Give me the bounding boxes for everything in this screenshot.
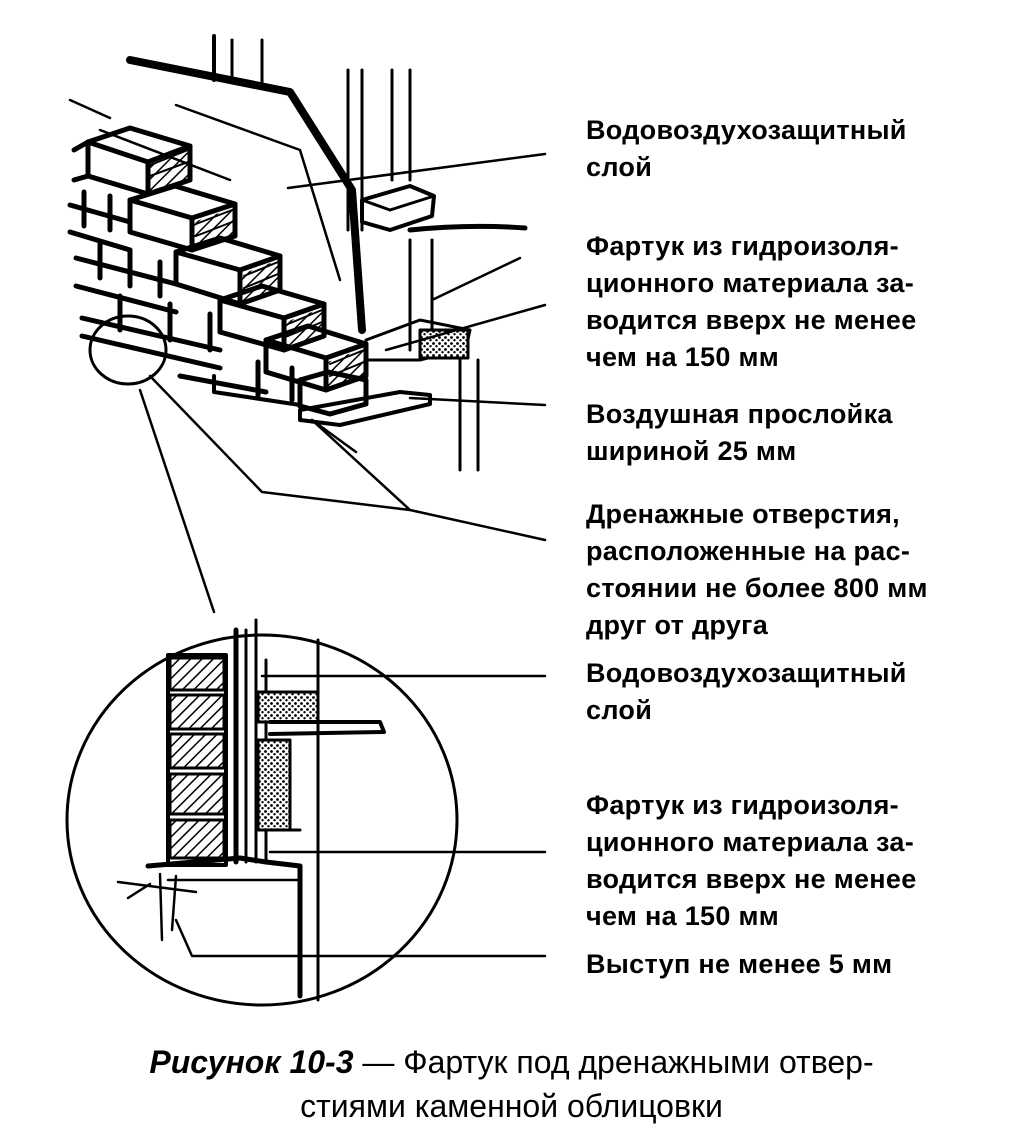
label-line: чем на 150 мм (586, 901, 780, 931)
perspective-view (67, 34, 547, 614)
label-apron-top: Фартук из гидроизоля- ционного материала… (586, 228, 986, 376)
label-line: Дренажные отверстия, (586, 499, 900, 529)
label-line: Воздушная прослойка (586, 399, 893, 429)
figure-caption: Рисунок 10-3 — Фартук под дренажными отв… (0, 1040, 1023, 1128)
caption-line-2: стиями каменной облицовки (300, 1088, 723, 1124)
brick-courses (67, 125, 369, 417)
label-water-air-barrier-detail: Водовоздухозащитный слой (586, 655, 986, 729)
label-line: чем на 150 мм (586, 342, 780, 372)
caption-line-1: Рисунок 10-3 — Фартук под дренажными отв… (0, 1040, 1023, 1084)
label-line: расположенные на рас- (586, 536, 911, 566)
label-line: водится вверх не менее (586, 305, 917, 335)
label-line: друг от друга (586, 610, 769, 640)
label-line: ционного материала за- (586, 268, 915, 298)
label-line: ционного материала за- (586, 827, 915, 857)
caption-prefix: Рисунок 10-3 (149, 1044, 354, 1080)
label-line: Водовоздухозащитный (586, 115, 907, 145)
label-line: шириной 25 мм (586, 436, 797, 466)
label-air-gap: Воздушная прослойка шириной 25 мм (586, 396, 986, 470)
label-line: Водовоздухозащитный (586, 658, 907, 688)
detail-bricks (168, 656, 226, 860)
label-protrusion: Выступ не менее 5 мм (586, 946, 986, 983)
label-line: Выступ не менее 5 мм (586, 949, 893, 979)
label-line: водится вверх не менее (586, 864, 917, 894)
caption-text-1: — Фартук под дренажными отвер- (353, 1044, 874, 1080)
label-line: стоянии не более 800 мм (586, 573, 928, 603)
label-line: Фартук из гидроизоля- (586, 790, 899, 820)
label-line: Фартук из гидроизоля- (586, 231, 899, 261)
label-apron-detail: Фартук из гидроизоля- ционного материала… (586, 787, 986, 935)
label-water-air-barrier-top: Водовоздухозащитный слой (586, 112, 986, 186)
detail-view (65, 618, 547, 1007)
label-line: слой (586, 152, 653, 182)
brick-hatching (150, 150, 364, 388)
label-drain-holes: Дренажные отверстия, расположенные на ра… (586, 496, 986, 644)
label-line: слой (586, 695, 653, 725)
